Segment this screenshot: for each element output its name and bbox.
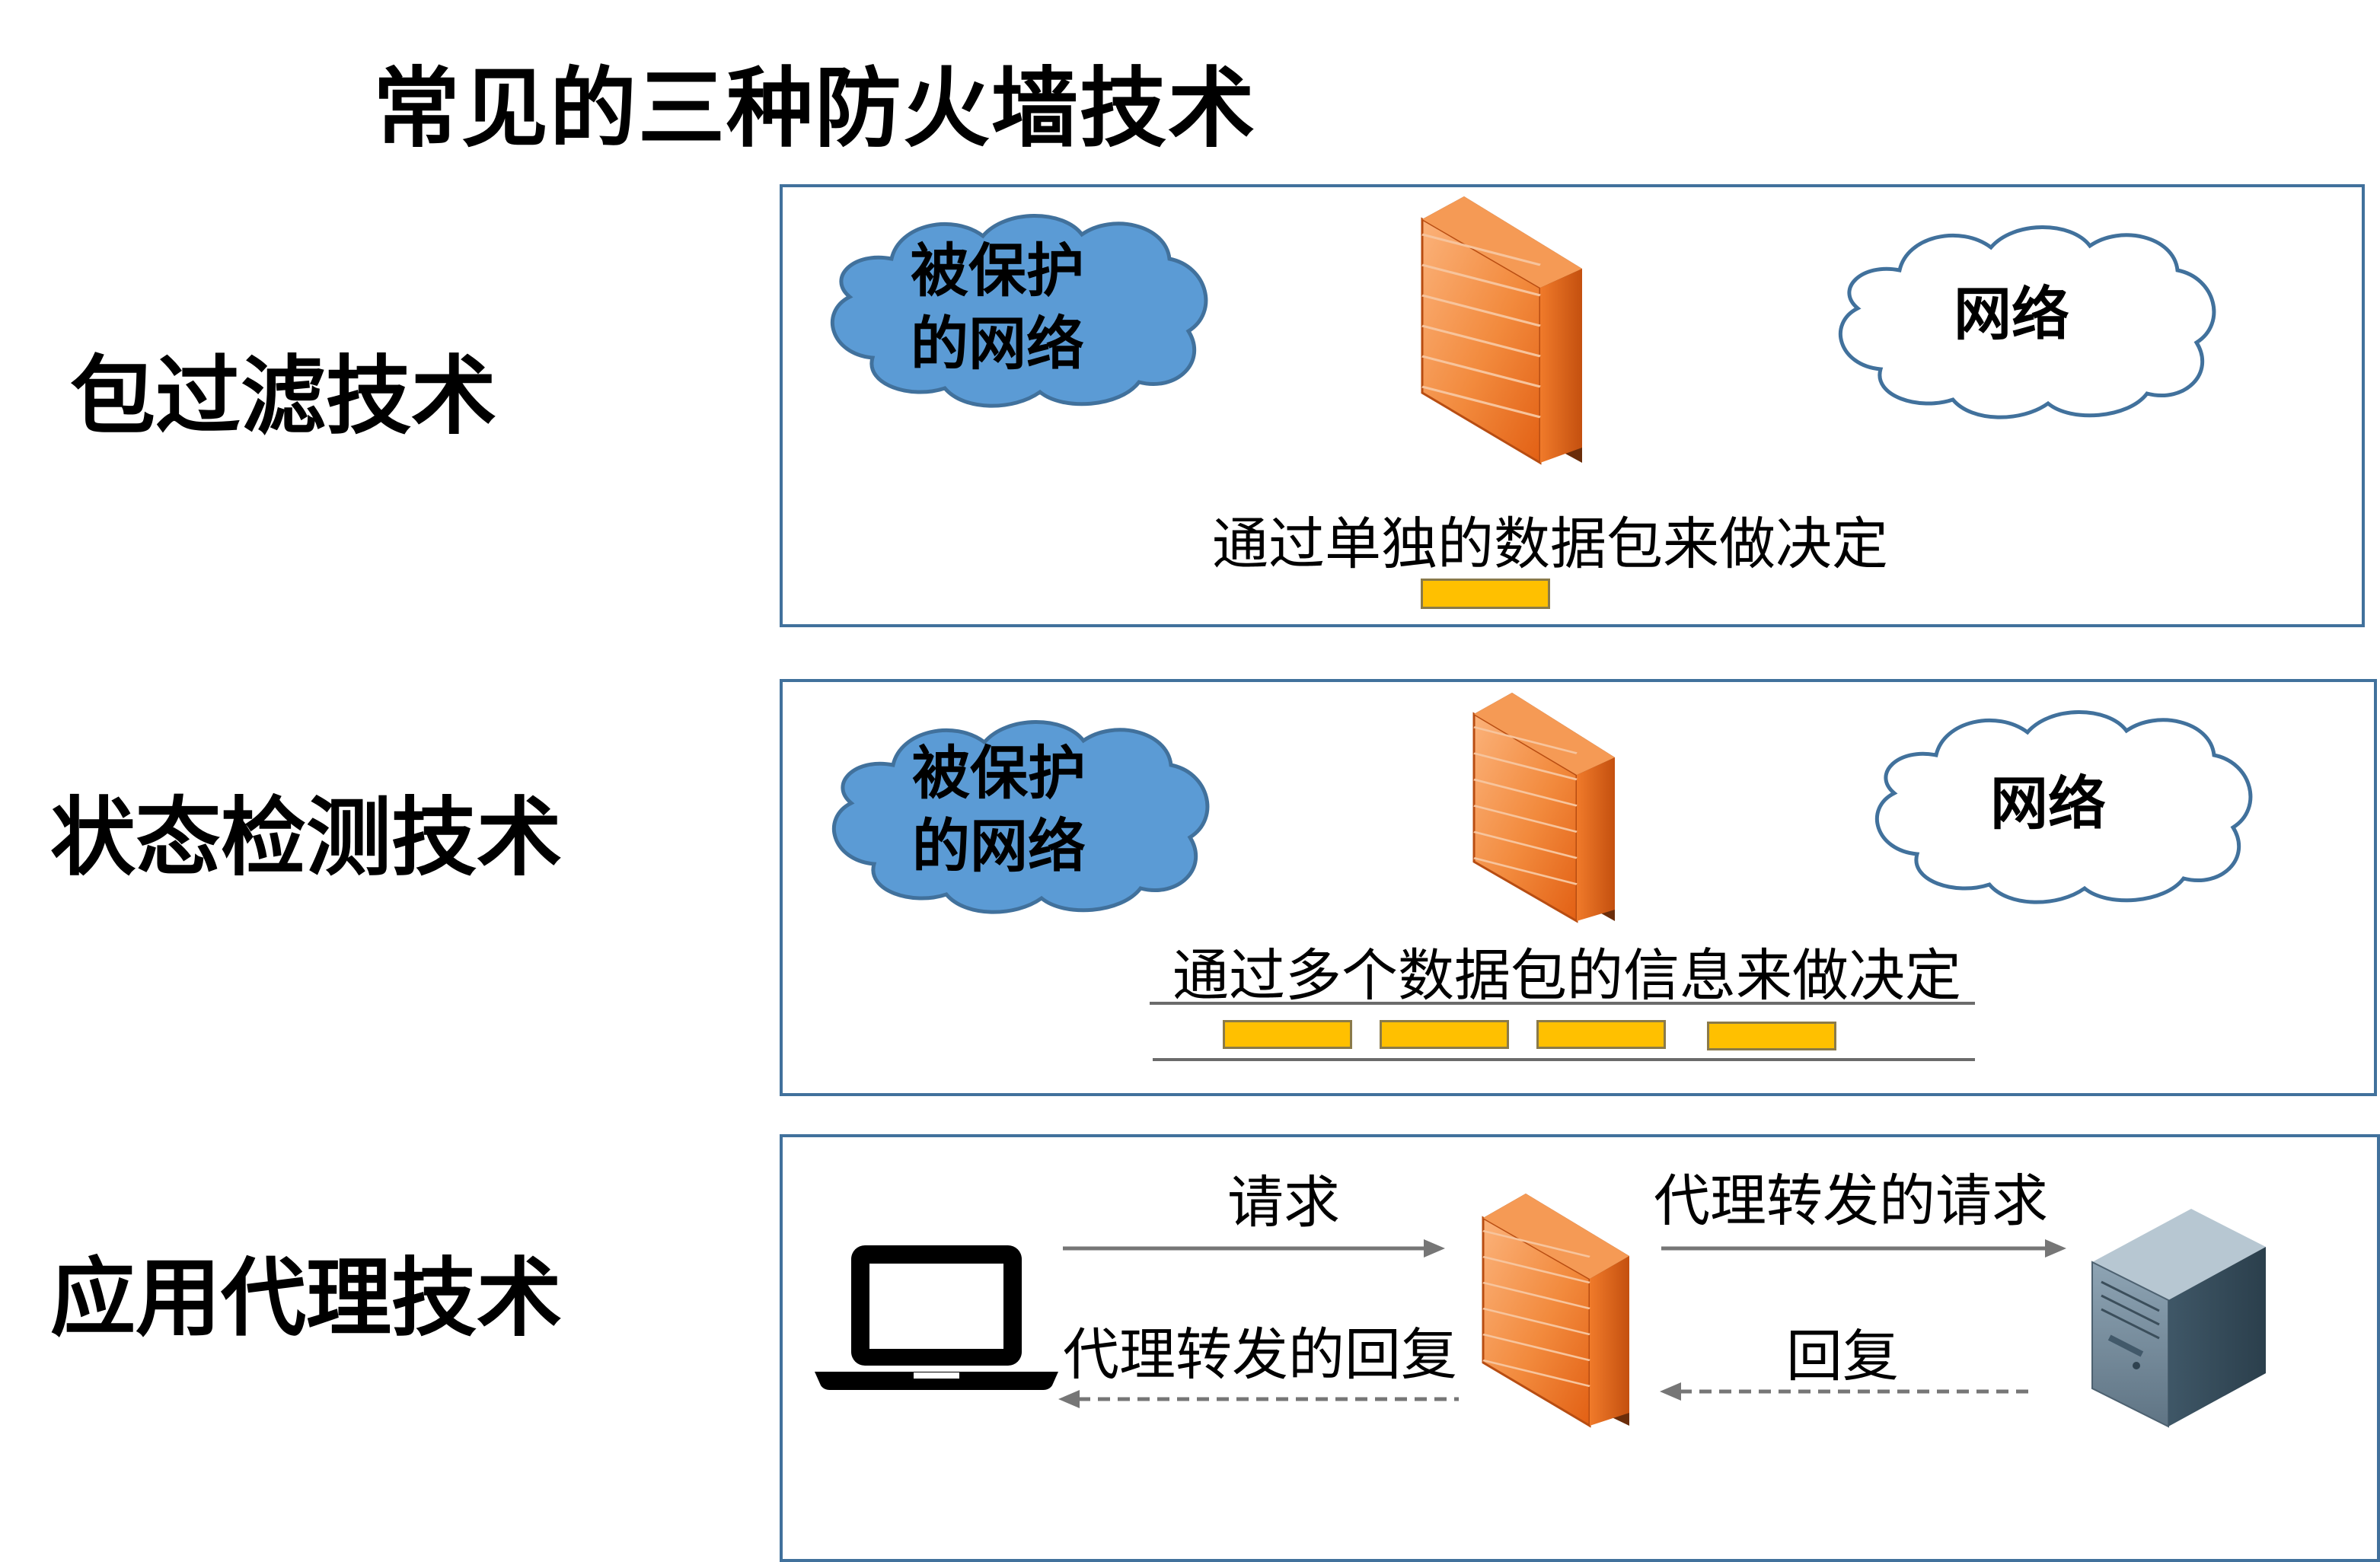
- firewall-icon: [1422, 196, 1582, 465]
- packet-icon: [1707, 1022, 1836, 1050]
- reply-label: 回复: [1786, 1324, 1899, 1389]
- cloud-icon: [1838, 225, 2216, 419]
- row-label-application-proxy: 应用代理技术: [50, 1249, 562, 1348]
- protected-network-label-line2: 的网络: [911, 310, 1084, 378]
- proxied-request-label: 代理转发的请求: [1654, 1168, 2048, 1234]
- firewall-icon: [1474, 693, 1615, 923]
- stateful-inspection-caption: 通过多个数据包的信息来做决定: [1172, 943, 1961, 1009]
- laptop-icon: [815, 1245, 1058, 1390]
- internet-network-label: 网络: [1954, 280, 2069, 348]
- internet-network-label: 网络: [1990, 770, 2106, 837]
- proxied-reply-label: 代理转发的回复: [1063, 1322, 1457, 1388]
- cloud-icon: [830, 214, 1208, 408]
- row-label-packet-filter: 包过滤技术: [70, 347, 496, 446]
- cloud-icon: [831, 720, 1210, 914]
- arrow-icon: [1063, 1239, 1445, 1258]
- firewall-icon: [1483, 1194, 1629, 1428]
- arrow-icon: [1058, 1390, 1459, 1408]
- protected-network-label: 被保护 的网络: [912, 737, 1086, 883]
- server-icon: [2091, 1209, 2266, 1428]
- packet-icon: [1536, 1020, 1666, 1049]
- protected-network-label-line1: 被保护: [912, 739, 1086, 807]
- arrow-icon: [1660, 1382, 2036, 1401]
- request-label: 请求: [1227, 1170, 1340, 1235]
- packet-stream-top-line: [1150, 1002, 1975, 1005]
- packet-filter-caption: 通过单独的数据包来做决定: [1212, 512, 1888, 577]
- packet-icon: [1421, 579, 1550, 609]
- packet-icon: [1380, 1020, 1509, 1049]
- page-title: 常见的三种防火墙技术: [373, 58, 1257, 159]
- cloud-icon: [1874, 710, 2253, 904]
- arrow-icon: [1661, 1239, 2066, 1258]
- packet-stream-bottom-line: [1153, 1058, 1975, 1061]
- packet-icon: [1223, 1020, 1352, 1049]
- protected-network-label-line2: 的网络: [912, 812, 1086, 880]
- row-label-stateful-inspection: 状态检测技术: [50, 789, 562, 888]
- protected-network-label-line1: 被保护: [911, 237, 1084, 304]
- protected-network-label: 被保护 的网络: [911, 234, 1084, 381]
